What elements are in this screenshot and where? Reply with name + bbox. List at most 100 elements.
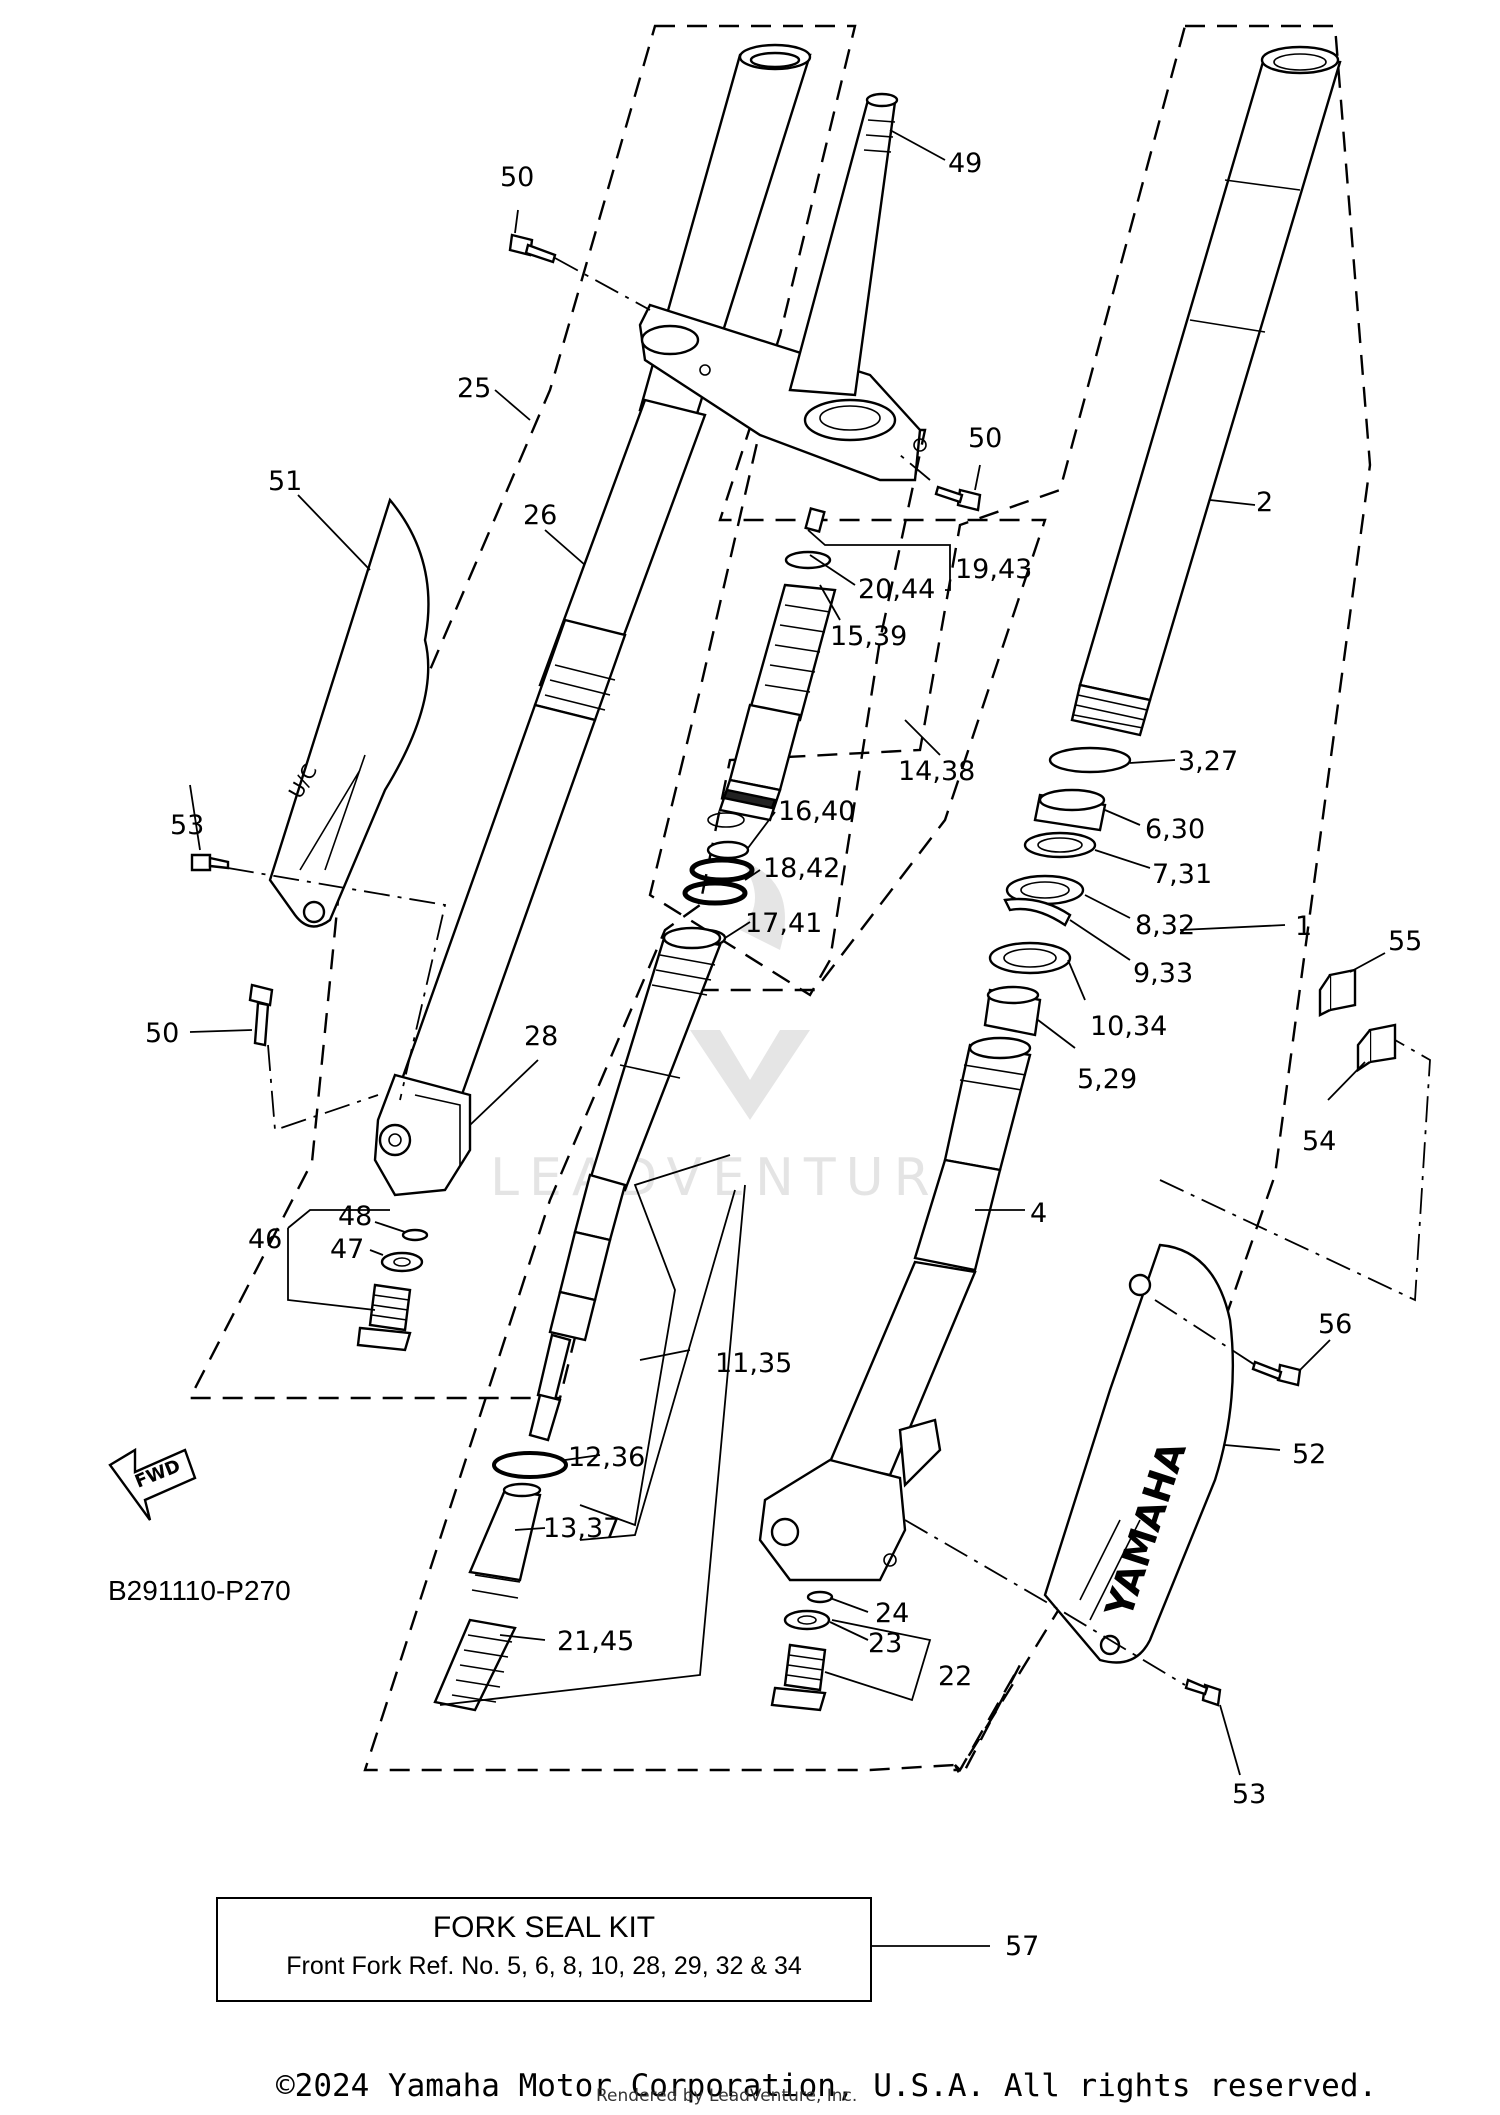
right-outer-tube: [828, 1036, 1032, 1477]
leader-25: [494, 389, 531, 421]
callout-1: 1: [1295, 911, 1312, 942]
callout-24: 24: [875, 1598, 909, 1629]
callout-4: 4: [1030, 1198, 1047, 1229]
bolt-56: [1251, 1360, 1302, 1387]
bolt-50-clamp: [934, 485, 982, 512]
assembly-line-3: [227, 867, 447, 1101]
leader-18-42: [744, 869, 761, 881]
callout-55: 55: [1388, 926, 1422, 957]
right-base-valve: [770, 1590, 834, 1712]
leader-56: [1299, 1339, 1331, 1371]
callout-2: 2: [1256, 487, 1273, 518]
leader-51: [297, 494, 371, 571]
watermark: LEADVENTURE: [490, 860, 983, 1208]
bolt-53-left: [190, 853, 230, 872]
leader-20-44: [809, 554, 856, 586]
left-fork-guard: U/C: [268, 497, 430, 928]
callout-57: 57: [1005, 1931, 1039, 1962]
callout-50-clamp: 50: [968, 423, 1002, 454]
bolt-50-top: [508, 233, 557, 264]
left-outer-tube: [398, 398, 707, 1102]
callout-48: 48: [338, 1201, 372, 1232]
leader-15-39: [819, 584, 841, 621]
leader-5-29: [1037, 1019, 1076, 1049]
callout-20-44: 20,44: [858, 574, 935, 605]
callout-19-43: 19,43: [955, 554, 1032, 585]
leader-28: [469, 1059, 539, 1126]
callout-47: 47: [330, 1234, 364, 1265]
left-axle-bracket: [373, 1073, 472, 1197]
callout-53-left: 53: [170, 810, 204, 841]
callout-12-36: 12,36: [568, 1442, 645, 1473]
leader-17-41: [724, 921, 751, 939]
fwd-arrow-icon: FWD: [108, 1447, 197, 1521]
assembly-line-6: [904, 1519, 1186, 1686]
callout-25: 25: [457, 373, 491, 404]
callout-14-38: 14,38: [898, 756, 975, 787]
leader-46: [287, 1209, 390, 1311]
leader-10-34: [1067, 959, 1086, 1001]
callout-28: 28: [524, 1021, 558, 1052]
right-inner-tube: [1070, 45, 1342, 737]
kit-title: FORK SEAL KIT: [432, 1911, 656, 1944]
callout-53-right: 53: [1232, 1779, 1266, 1810]
leader-11-35-a: [579, 1189, 736, 1541]
callout-8-32: 8,32: [1135, 910, 1195, 941]
diagram-code: B291110-P270: [108, 1575, 291, 1606]
upper-triple-clamp: [638, 303, 927, 482]
boundary-right-fork: [363, 24, 1372, 1778]
callout-13-37: 13,37: [543, 1513, 620, 1544]
leader-48: [374, 1221, 406, 1233]
leader-12-36: [564, 1454, 601, 1461]
leader-22: [824, 1619, 932, 1702]
callout-18-42: 18,42: [763, 853, 840, 884]
assembly-line-7: [1154, 1299, 1256, 1366]
callout-3-27: 3,27: [1178, 746, 1238, 777]
callout-5-29: 5,29: [1077, 1064, 1137, 1095]
assembly-line-4: [267, 1044, 379, 1132]
callout-54: 54: [1302, 1126, 1336, 1157]
left-base-valve: [356, 1228, 429, 1352]
leader-9-33: [1069, 919, 1131, 961]
callout-50-top: 50: [500, 162, 534, 193]
leader-50c: [189, 1029, 253, 1033]
fork-seal-kit-box: FORK SEAL KIT Front Fork Ref. No. 5, 6, …: [216, 1897, 872, 2002]
callout-17-41: 17,41: [745, 908, 822, 939]
callout-52: 52: [1292, 1439, 1326, 1470]
callout-7-31: 7,31: [1152, 859, 1212, 890]
leader-3-27: [1129, 759, 1176, 764]
bolt-50-bracket: [248, 983, 274, 1047]
spring-assembly: [433, 1451, 568, 1712]
steering-stem: [788, 92, 899, 397]
copyright-notice: ©2024 Yamaha Motor Corporation, U.S.A. A…: [276, 2068, 1378, 2104]
leader-16-40: [747, 811, 776, 849]
leader-7-31: [1094, 849, 1151, 869]
callout-22: 22: [938, 1661, 972, 1692]
callout-11-35: 11,35: [715, 1348, 792, 1379]
leader-26: [544, 529, 586, 566]
callout-21-45: 21,45: [557, 1626, 634, 1657]
right-axle-bracket: [758, 1418, 942, 1582]
assembly-line-2: [899, 454, 931, 481]
watermark-text: LEADVENTURE: [490, 1148, 983, 1208]
assembly-line-5: [1159, 1039, 1431, 1302]
callout-51: 51: [268, 466, 302, 497]
callout-9-33: 9,33: [1133, 958, 1193, 989]
callout-16-40: 16,40: [778, 796, 855, 827]
leader-53b: [1219, 1704, 1241, 1776]
leader-50a: [514, 209, 519, 234]
bolt-53-right: [1184, 1678, 1222, 1707]
leader-6-30: [1104, 809, 1141, 826]
kit-description: Front Fork Ref. No. 5, 6, 8, 10, 28, 29,…: [286, 1952, 802, 1980]
right-fork-guard: YAMAHA: [1043, 1243, 1235, 1664]
cartridge-assembly: [682, 507, 837, 948]
leader-54: [1327, 1061, 1366, 1101]
callout-10-34: 10,34: [1090, 1011, 1167, 1042]
leader-bottom-spring: [439, 1184, 746, 1706]
seal-stack: [983, 746, 1132, 1037]
leader-50b: [974, 464, 981, 491]
callout-46: 46: [248, 1224, 282, 1255]
leader-24: [829, 1597, 869, 1613]
leader-1: [1179, 924, 1286, 931]
